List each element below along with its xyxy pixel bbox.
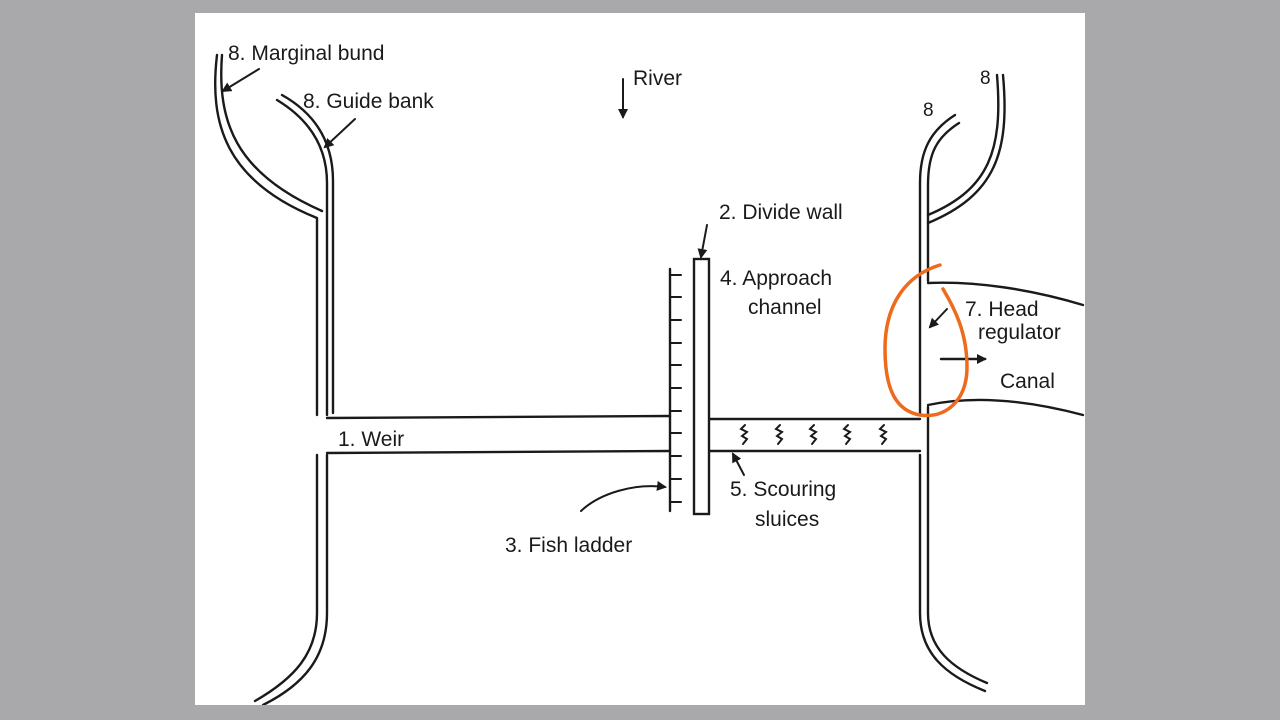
canal-lower-bank: [926, 398, 1085, 417]
head-regulator-pointer: [928, 308, 948, 329]
sluice-gate-1: [739, 424, 749, 445]
right-bank-lower-inner: [926, 405, 989, 685]
marginal-bund-pointer: [221, 68, 260, 93]
marginal-bund-left-outer: [214, 53, 319, 417]
fish-ladder: [668, 267, 682, 513]
canal-upper-bank: [926, 281, 1085, 307]
fish-ladder-pointer: [580, 480, 667, 512]
guide-bank-label: 8. Guide bank: [303, 90, 434, 113]
left-bank: [214, 53, 335, 705]
labels: 8. Marginal bund 8. Guide bank River 8 8…: [228, 42, 1061, 557]
sluice-gate-5: [878, 424, 888, 445]
head-regulator-highlight: [883, 263, 969, 418]
weir-layout-diagram: 8. Marginal bund 8. Guide bank River 8 8…: [214, 42, 1085, 705]
weir: [325, 414, 672, 455]
pointer-arrows: [221, 68, 948, 512]
guide-bank-pointer: [323, 118, 356, 149]
left-bank-lower-outer: [253, 453, 319, 703]
divide-wall: [692, 257, 711, 516]
weir-label: 1. Weir: [338, 428, 404, 451]
fish-ladder-label: 3. Fish ladder: [505, 534, 632, 557]
weir-downstream-line: [325, 449, 672, 455]
canal-label: Canal: [1000, 370, 1055, 393]
weir-upstream-line: [325, 414, 672, 420]
sluice-gate-2: [774, 424, 784, 445]
guide-bank-right: [918, 113, 957, 417]
marginal-bund-label: 8. Marginal bund: [228, 42, 384, 65]
approach-channel-label-line2: channel: [748, 296, 822, 319]
marginal-bund-right-outer: [926, 73, 1006, 225]
divide-wall-label: 2. Divide wall: [719, 201, 843, 224]
guide-bank-right-inner: [926, 121, 961, 283]
right-bank-lower-outer: [918, 453, 987, 693]
sluice-gate-3: [808, 424, 818, 445]
scouring-sluices-label-line1: 5. Scouring: [730, 478, 836, 501]
head-regulator-label-line1: 7. Head: [965, 298, 1039, 321]
approach-channel-label-line1: 4. Approach: [720, 267, 832, 290]
scouring-sluices-pointer: [732, 452, 745, 476]
right-bank: [918, 73, 1006, 693]
left-bank-lower-inner: [261, 453, 329, 705]
right-marginal-bund-label: 8: [980, 68, 991, 89]
guide-bank-left-inner: [280, 93, 335, 415]
diagram-sheet: 8. Marginal bund 8. Guide bank River 8 8…: [195, 13, 1085, 705]
marginal-bund-right-inner: [926, 73, 1000, 217]
canal: [926, 281, 1085, 417]
scouring-sluices-label-line2: sluices: [755, 508, 819, 531]
divide-wall-pointer: [697, 224, 708, 259]
sluice-gate-4: [842, 424, 852, 445]
river-label: River: [633, 67, 682, 90]
divide-wall-body: [692, 257, 711, 516]
right-guide-bank-label: 8: [923, 100, 934, 121]
guide-bank-left: [275, 98, 329, 417]
marginal-bund-left-inner: [220, 53, 324, 213]
scouring-sluices: [708, 417, 922, 453]
head-regulator-label-line2: regulator: [978, 321, 1061, 344]
